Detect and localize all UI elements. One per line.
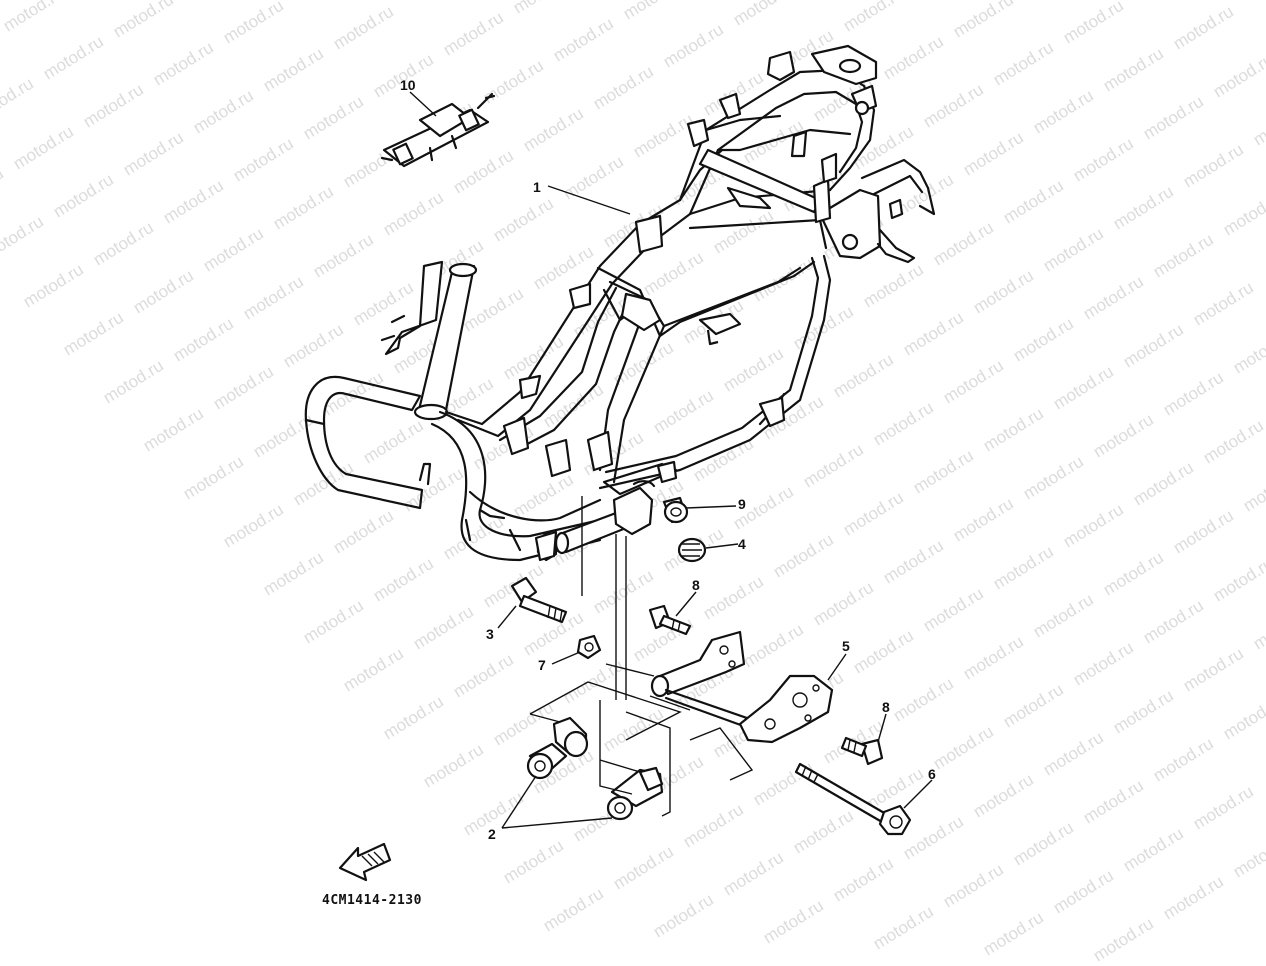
front-direction-arrow-icon xyxy=(338,842,392,882)
callout-7: 7 xyxy=(538,657,546,673)
callout-leader-lines xyxy=(409,91,933,829)
part-10-ignition-coil xyxy=(380,92,496,168)
part-7-nut xyxy=(576,634,602,660)
part-2-rubber-mounts xyxy=(526,716,664,821)
part-8-bolt-upper xyxy=(648,604,692,636)
callout-10: 10 xyxy=(400,77,416,93)
part-4-damper xyxy=(677,537,707,563)
callout-8-upper: 8 xyxy=(692,577,700,593)
diagram-part-number: 4CM1414-2130 xyxy=(322,893,422,908)
callout-5: 5 xyxy=(842,638,850,654)
callout-3: 3 xyxy=(486,626,494,642)
part-6-long-bolt xyxy=(794,762,912,836)
part-1-frame xyxy=(304,44,936,562)
part-8-bolt-lower xyxy=(840,736,884,766)
assembly-reference-lines xyxy=(529,496,754,817)
part-9-bushing xyxy=(662,496,689,524)
callout-8-lower: 8 xyxy=(882,699,890,715)
part-5-mount-bracket xyxy=(650,630,834,744)
callout-2: 2 xyxy=(488,826,496,842)
callout-4: 4 xyxy=(738,536,746,552)
callout-1: 1 xyxy=(533,179,541,195)
part-3-pivot-bolt xyxy=(510,576,568,624)
callout-9: 9 xyxy=(738,496,746,512)
callout-6: 6 xyxy=(928,766,936,782)
